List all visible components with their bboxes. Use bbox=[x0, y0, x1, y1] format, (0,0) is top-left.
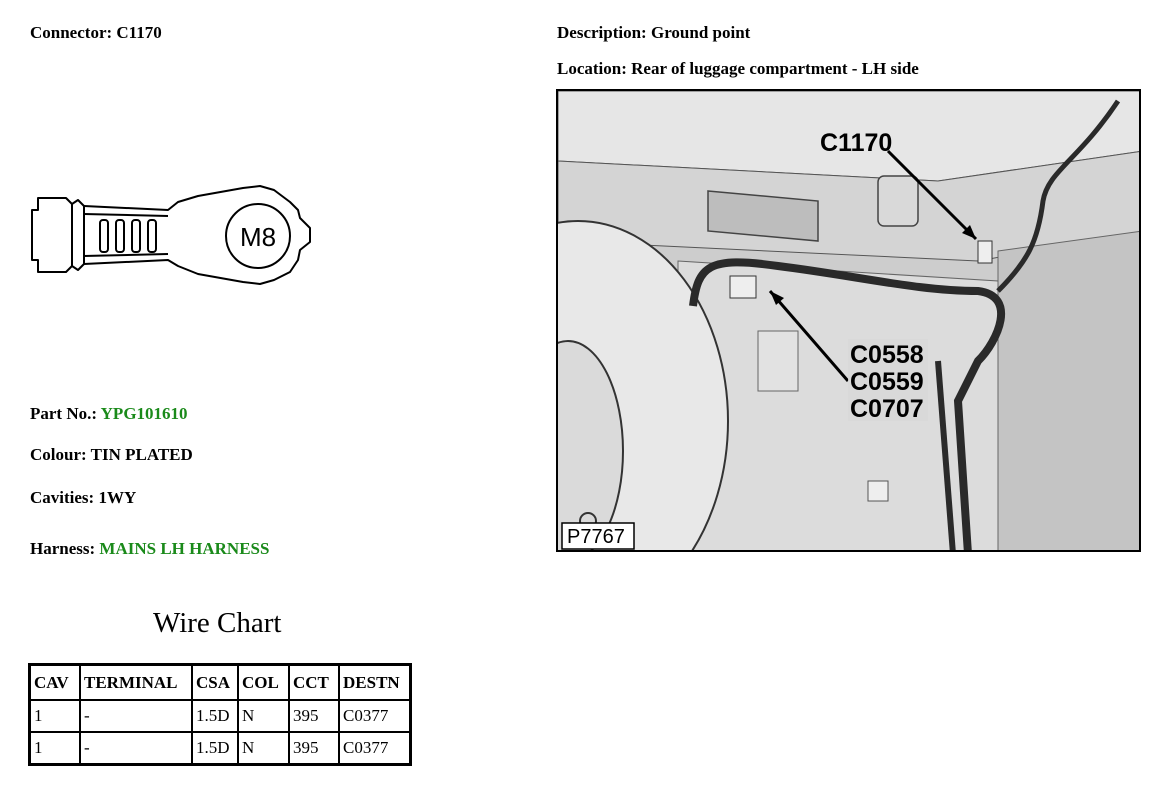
connector-value: C1170 bbox=[116, 23, 162, 42]
header-cav: CAV bbox=[28, 663, 81, 701]
figure-id: P7767 bbox=[567, 526, 625, 548]
cell-csa: 1.5D bbox=[191, 699, 239, 733]
part-number-label: Part No.: bbox=[30, 404, 98, 423]
cell-cct: 395 bbox=[288, 731, 340, 766]
wire-chart-table: CAV TERMINAL CSA COL CCT DESTN 1 - 1.5D … bbox=[28, 663, 412, 766]
colour-value: TIN PLATED bbox=[90, 445, 193, 464]
callout-c0707: C0707 bbox=[850, 395, 924, 423]
colour-line: Colour: TIN PLATED bbox=[30, 445, 193, 465]
cell-cav: 1 bbox=[28, 731, 81, 766]
description-label: Description: bbox=[557, 23, 647, 42]
harness-label: Harness: bbox=[30, 539, 96, 558]
cell-col: N bbox=[237, 731, 290, 766]
cell-csa: 1.5D bbox=[191, 731, 239, 766]
table-row: 1 - 1.5D N 395 C0377 bbox=[28, 699, 412, 733]
cell-destn: C0377 bbox=[338, 699, 412, 733]
header-destn: DESTN bbox=[338, 663, 412, 701]
location-line: Location: Rear of luggage compartment - … bbox=[557, 59, 919, 79]
part-number-value: YPG101610 bbox=[100, 404, 188, 423]
harness-value: MAINS LH HARNESS bbox=[99, 539, 270, 558]
location-photo: C1170 C0558 C0559 C0707 P7767 bbox=[556, 89, 1141, 552]
ring-terminal-icon: M8 bbox=[28, 180, 318, 295]
part-number-line: Part No.: YPG101610 bbox=[30, 404, 188, 424]
callout-c0559: C0559 bbox=[850, 368, 924, 396]
connector-label: Connector: bbox=[30, 23, 113, 42]
table-header-row: CAV TERMINAL CSA COL CCT DESTN bbox=[28, 663, 412, 701]
callout-c0558: C0558 bbox=[850, 341, 924, 369]
header-terminal: TERMINAL bbox=[79, 663, 193, 701]
description-value: Ground point bbox=[650, 23, 751, 42]
cell-cct: 395 bbox=[288, 699, 340, 733]
colour-label: Colour: bbox=[30, 445, 87, 464]
header-csa: CSA bbox=[191, 663, 239, 701]
cell-destn: C0377 bbox=[338, 731, 412, 766]
cavities-value: 1WY bbox=[98, 488, 137, 507]
location-label: Location: bbox=[557, 59, 627, 78]
wire-chart-title: Wire Chart bbox=[153, 607, 282, 639]
callout-c1170: C1170 bbox=[820, 129, 892, 157]
description-line: Description: Ground point bbox=[557, 23, 750, 43]
harness-line: Harness: MAINS LH HARNESS bbox=[30, 539, 269, 559]
table-row: 1 - 1.5D N 395 C0377 bbox=[28, 731, 412, 766]
location-value: Rear of luggage compartment - LH side bbox=[631, 59, 919, 78]
cell-col: N bbox=[237, 699, 290, 733]
header-cct: CCT bbox=[288, 663, 340, 701]
stud-size-label: M8 bbox=[240, 222, 276, 252]
cavities-label: Cavities: bbox=[30, 488, 95, 507]
cell-terminal: - bbox=[79, 699, 193, 733]
connector-line: Connector: C1170 bbox=[30, 23, 162, 43]
header-col: COL bbox=[237, 663, 290, 701]
cell-terminal: - bbox=[79, 731, 193, 766]
cavities-line: Cavities: 1WY bbox=[30, 488, 136, 508]
cell-cav: 1 bbox=[28, 699, 81, 733]
